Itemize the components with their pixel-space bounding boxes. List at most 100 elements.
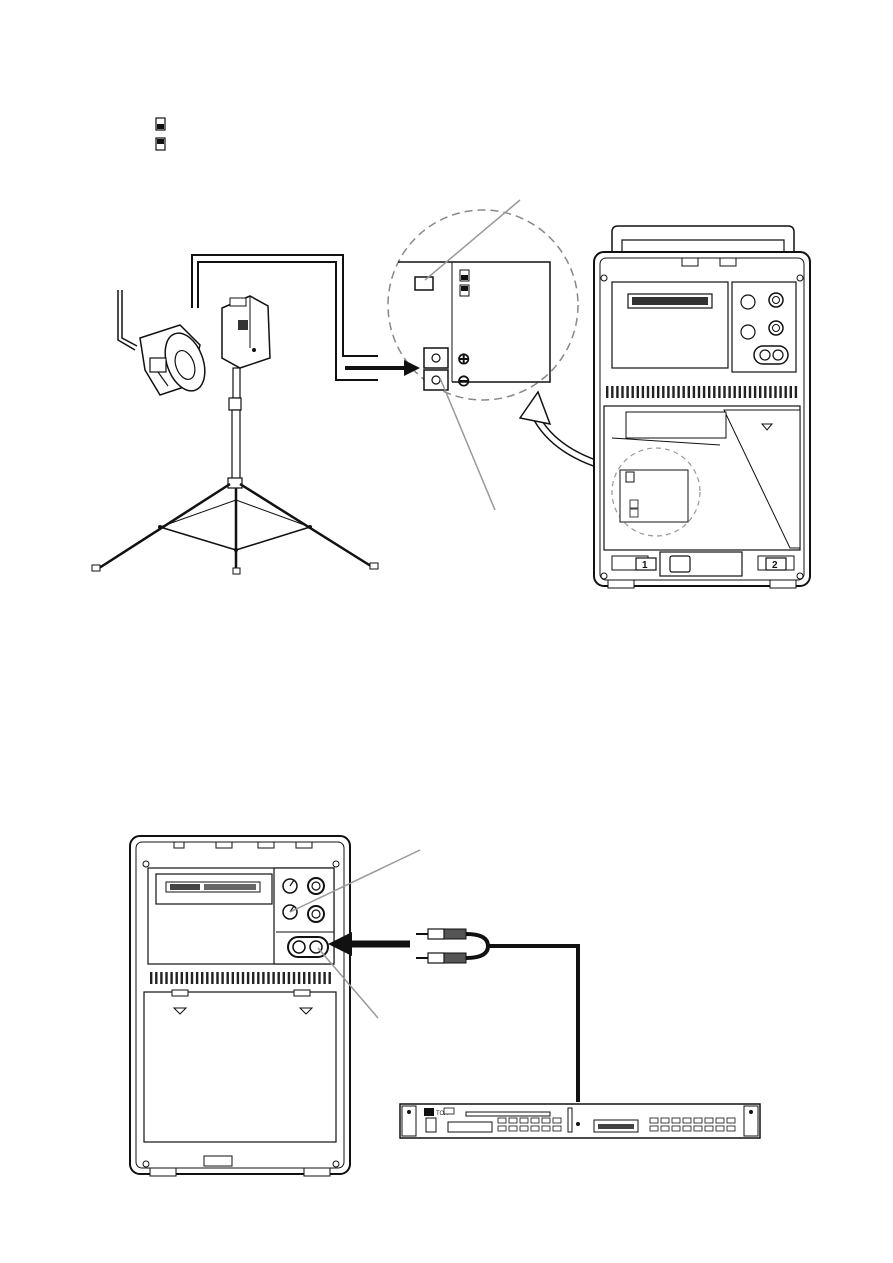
decorative-slot xyxy=(657,386,659,398)
decorative-slot xyxy=(672,1118,680,1123)
switch-position-icon-b xyxy=(156,138,165,150)
decorative-slot xyxy=(716,1118,724,1123)
rca-plug-lower xyxy=(416,953,466,963)
decorative-slot xyxy=(749,386,751,398)
decorative-slot xyxy=(196,972,198,984)
decorative-slot xyxy=(308,972,310,984)
decorative-slot xyxy=(611,386,613,398)
decorative-slot xyxy=(759,386,761,398)
aux-input-jacks xyxy=(288,937,328,957)
decorative-slot xyxy=(703,386,705,398)
decorative-slot xyxy=(283,972,285,984)
decorative-slot xyxy=(531,1118,539,1123)
negative-symbol: ⊖ xyxy=(457,373,470,390)
decorative-slot xyxy=(498,1118,506,1123)
decorative-slot xyxy=(323,972,325,984)
switch-legend xyxy=(156,118,165,150)
decorative-slot xyxy=(186,972,188,984)
decorative-slot xyxy=(672,386,674,398)
decorative-slot xyxy=(650,1126,658,1131)
decorative-slot xyxy=(191,972,193,984)
decorative-slot xyxy=(672,1126,680,1131)
rca-cable xyxy=(416,929,578,1102)
amplifier-rear-panel-upper: 1 2 xyxy=(594,226,810,588)
decorative-slot xyxy=(698,386,700,398)
cd-player: TOA xyxy=(400,1104,760,1138)
rca-plug-upper xyxy=(416,929,466,939)
decorative-slot xyxy=(155,972,157,984)
decorative-slot xyxy=(313,972,315,984)
decorative-slot xyxy=(744,386,746,398)
decorative-slot xyxy=(667,386,669,398)
decorative-slot xyxy=(298,972,300,984)
decorative-slot xyxy=(293,972,295,984)
decorative-slot xyxy=(216,972,218,984)
decorative-slot xyxy=(769,386,771,398)
decorative-slot xyxy=(727,1126,735,1131)
decorative-slot xyxy=(221,972,223,984)
decorative-slot xyxy=(237,972,239,984)
decorative-slot xyxy=(662,386,664,398)
decorative-slot xyxy=(642,386,644,398)
decorative-slot xyxy=(779,386,781,398)
decorative-slot xyxy=(303,972,305,984)
speaker-terminal-positive xyxy=(424,348,448,368)
decorative-slot xyxy=(708,386,710,398)
decorative-slot xyxy=(734,386,736,398)
decorative-slot xyxy=(683,1126,691,1131)
decorative-slot xyxy=(705,1118,713,1123)
decorative-slot xyxy=(509,1118,517,1123)
box-speaker xyxy=(222,296,270,368)
decorative-slot xyxy=(542,1126,550,1131)
decorative-slot xyxy=(165,972,167,984)
decorative-slot xyxy=(206,972,208,984)
decorative-slot xyxy=(520,1126,528,1131)
decorative-slot xyxy=(693,386,695,398)
decorative-slot xyxy=(201,972,203,984)
decorative-slot xyxy=(329,972,331,984)
decorative-slot xyxy=(257,972,259,984)
decorative-slot xyxy=(553,1126,561,1131)
decorative-slot xyxy=(626,386,628,398)
decorative-slot xyxy=(650,1118,658,1123)
decorative-slot xyxy=(652,386,654,398)
decorative-slot xyxy=(542,1118,550,1123)
decorative-slot xyxy=(262,972,264,984)
decorative-slot xyxy=(160,972,162,984)
decorative-slot xyxy=(739,386,741,398)
channel-label-1: 1 xyxy=(642,560,648,571)
decorative-slot xyxy=(795,386,797,398)
decorative-slot xyxy=(694,1118,702,1123)
decorative-slot xyxy=(647,386,649,398)
decorative-slot xyxy=(531,1126,539,1131)
decorative-slot xyxy=(705,1126,713,1131)
decorative-slot xyxy=(242,972,244,984)
decorative-slot xyxy=(790,386,792,398)
decorative-slot xyxy=(176,972,178,984)
decorative-slot xyxy=(728,386,730,398)
decorative-slot xyxy=(723,386,725,398)
decorative-slot xyxy=(211,972,213,984)
decorative-slot xyxy=(661,1118,669,1123)
decorative-slot xyxy=(498,1126,506,1131)
decorative-slot xyxy=(683,1118,691,1123)
decorative-slot xyxy=(181,972,183,984)
decorative-slot xyxy=(553,1118,561,1123)
positive-symbol: ⊕ xyxy=(457,351,470,368)
decorative-slot xyxy=(694,1126,702,1131)
decorative-slot xyxy=(606,386,608,398)
decorative-slot xyxy=(661,1126,669,1131)
decorative-slot xyxy=(520,1118,528,1123)
decorative-slot xyxy=(621,386,623,398)
decorative-slot xyxy=(683,386,685,398)
decorative-slot xyxy=(754,386,756,398)
decorative-slot xyxy=(150,972,152,984)
decorative-slot xyxy=(616,386,618,398)
amplifier-rear-panel-lower xyxy=(130,836,350,1176)
selector-switch xyxy=(415,277,433,290)
decorative-slot xyxy=(278,972,280,984)
decorative-slot xyxy=(252,972,254,984)
decorative-slot xyxy=(727,1118,735,1123)
decorative-slot xyxy=(677,386,679,398)
